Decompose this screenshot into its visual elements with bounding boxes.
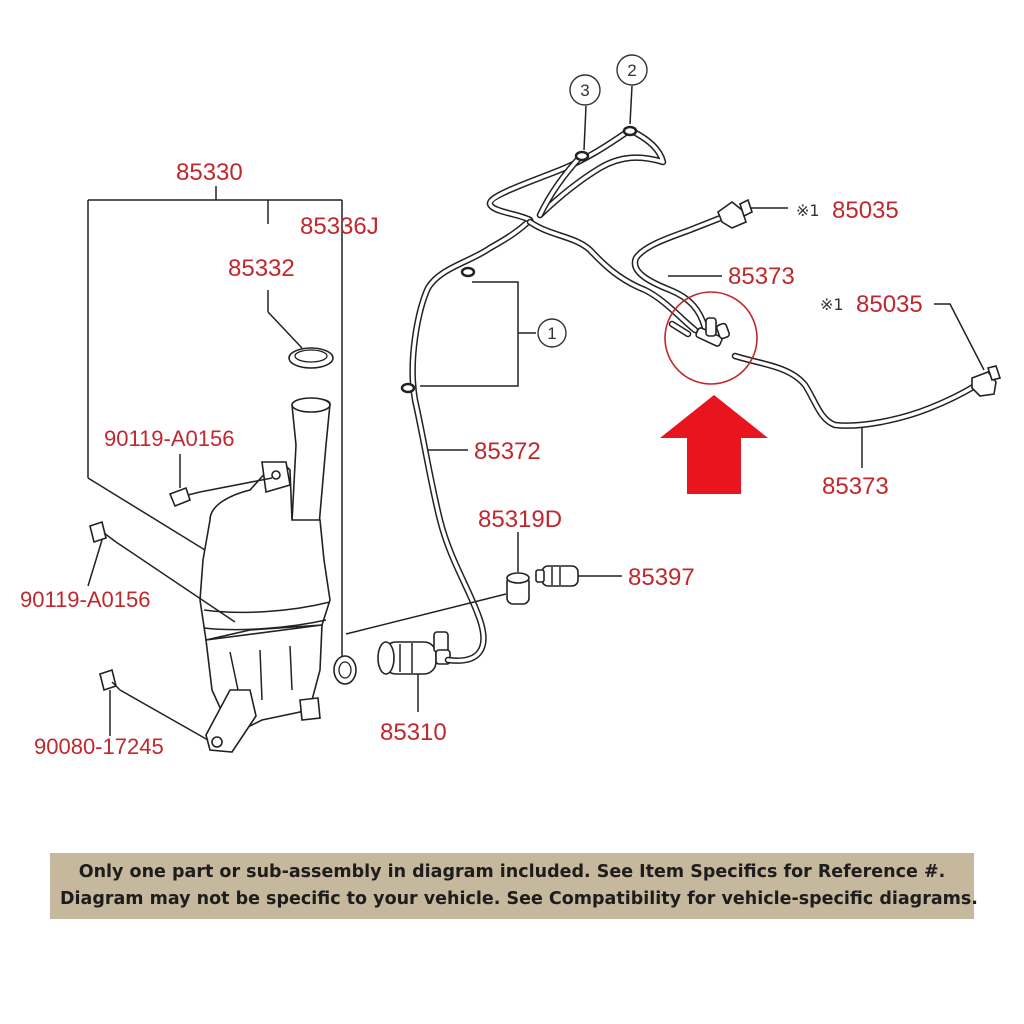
indicator-arrow bbox=[660, 395, 768, 494]
part-label: 85319D bbox=[478, 506, 562, 533]
part-label: 90119-A0156 bbox=[104, 426, 235, 451]
circled-ref-3-label: 3 bbox=[580, 81, 589, 100]
part-label: 85330 bbox=[176, 159, 243, 186]
washer-nozzle-right bbox=[971, 365, 1002, 397]
highlight-circle bbox=[664, 291, 758, 385]
bolt-90080-17245 bbox=[99, 668, 121, 692]
part-label: 85373 bbox=[822, 473, 889, 500]
part-label: 85035 bbox=[856, 291, 923, 318]
washer-hoses bbox=[409, 126, 979, 664]
washer-tank bbox=[199, 397, 331, 753]
part-label: 90080-17245 bbox=[34, 734, 164, 759]
disclaimer-line-1: Only one part or sub-assembly in diagram… bbox=[78, 862, 946, 882]
part-label: 90119-A0156 bbox=[20, 587, 151, 612]
part-label: 85397 bbox=[628, 564, 695, 591]
part-label: 85332 bbox=[228, 255, 295, 282]
bolt-90119-a0156-upper bbox=[168, 486, 201, 508]
part-label: 85336J bbox=[300, 213, 379, 240]
part-label: 85373 bbox=[728, 263, 795, 290]
part-label: 85310 bbox=[380, 719, 447, 746]
tank-cap-85332 bbox=[288, 347, 334, 369]
hose-clamps bbox=[400, 125, 638, 394]
washer-nozzle-upper bbox=[717, 198, 753, 229]
leader-lines bbox=[87, 85, 985, 741]
circled-ref-2: 2 bbox=[616, 54, 648, 86]
part-number-labels: 85330 85336J 85332 90119-A0156 90119-A01… bbox=[20, 159, 923, 759]
note-symbol: ※1 bbox=[820, 295, 844, 314]
circled-ref-2-label: 2 bbox=[627, 61, 636, 80]
circled-ref-1-label: 1 bbox=[547, 324, 556, 343]
disclaimer-banner: Only one part or sub-assembly in diagram… bbox=[50, 853, 978, 919]
hose-tee-connector bbox=[695, 317, 731, 347]
grommet-85319d bbox=[506, 572, 530, 605]
part-label: 85035 bbox=[832, 197, 899, 224]
circled-ref-1: 1 bbox=[537, 318, 567, 348]
circled-ref-3: 3 bbox=[569, 74, 601, 106]
washer-pump-85310 bbox=[377, 631, 451, 675]
grommet-85336j bbox=[333, 655, 357, 685]
check-valve-85397 bbox=[535, 565, 579, 587]
disclaimer-line-2: Diagram may not be specific to your vehi… bbox=[60, 889, 978, 909]
part-label: 85372 bbox=[474, 438, 541, 465]
note-symbol: ※1 bbox=[796, 201, 820, 220]
bolt-90119-a0156-left bbox=[89, 520, 117, 544]
